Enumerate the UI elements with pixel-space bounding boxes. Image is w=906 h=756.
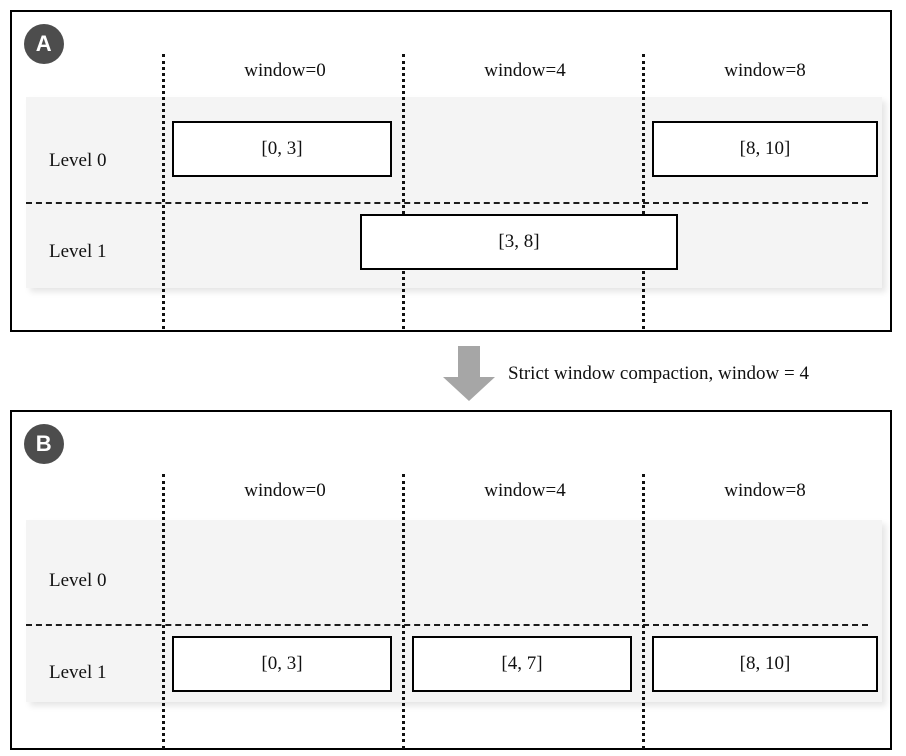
down-arrow-icon: [443, 346, 495, 401]
level-divider: [26, 624, 868, 626]
window-divider-0: [162, 474, 165, 749]
window-divider-8: [642, 54, 645, 329]
level-label-0: Level 0: [49, 150, 107, 171]
panel-a-badge: A: [24, 24, 64, 64]
level-label-1: Level 1: [49, 662, 107, 683]
window-label-4: window=4: [484, 60, 566, 81]
panel-b-badge: B: [24, 424, 64, 464]
interval-box: [0, 3]: [172, 636, 392, 692]
window-label-4: window=4: [484, 480, 566, 501]
transition-group: Strict window compaction, window = 4: [0, 336, 906, 406]
window-label-0: window=0: [244, 60, 326, 81]
level-divider: [26, 202, 868, 204]
panel-a: A window=0 window=4 window=8 Level 0 Lev…: [10, 10, 892, 332]
panel-b: B window=0 window=4 window=8 Level 0 Lev…: [10, 410, 892, 750]
window-divider-4: [402, 54, 405, 329]
window-divider-8: [642, 474, 645, 749]
window-divider-0: [162, 54, 165, 329]
interval-box: [3, 8]: [360, 214, 678, 270]
interval-box: [4, 7]: [412, 636, 632, 692]
level-label-0: Level 0: [49, 570, 107, 591]
level-label-1: Level 1: [49, 241, 107, 262]
window-label-8: window=8: [724, 480, 806, 501]
window-label-8: window=8: [724, 60, 806, 81]
window-label-0: window=0: [244, 480, 326, 501]
window-divider-4: [402, 474, 405, 749]
transition-caption: Strict window compaction, window = 4: [508, 363, 809, 384]
interval-box: [8, 10]: [652, 121, 878, 177]
interval-box: [0, 3]: [172, 121, 392, 177]
interval-box: [8, 10]: [652, 636, 878, 692]
